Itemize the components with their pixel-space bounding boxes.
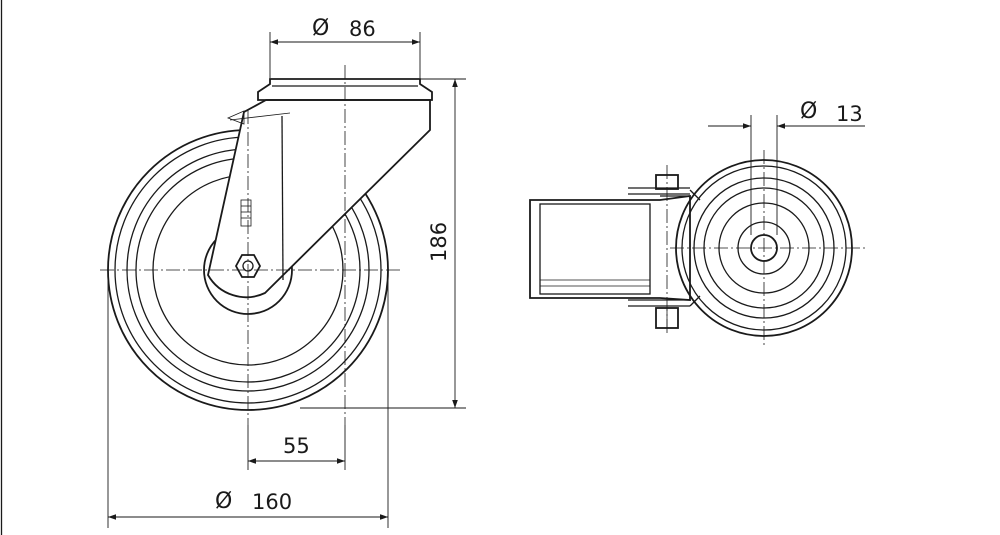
dim-overall-height: 186 xyxy=(300,78,466,409)
side-view xyxy=(100,65,433,425)
fork-brake-tab xyxy=(226,110,245,125)
dim-overall-height-label: 186 xyxy=(427,222,451,262)
front-swivel-body xyxy=(529,194,691,301)
swivel-head-plate xyxy=(257,78,433,101)
dim-offset-label: 55 xyxy=(283,434,310,458)
axle-nut xyxy=(234,254,262,278)
fork-bracket xyxy=(207,99,431,299)
dim-wheel-diameter-symbol: Ø xyxy=(215,489,232,514)
dim-wheel-diameter-label: 160 xyxy=(252,490,292,514)
stem-thread xyxy=(240,199,252,227)
dim-bolt-hole: Ø 13 xyxy=(708,99,865,235)
dim-bolt-hole-symbol: Ø xyxy=(800,99,817,124)
dim-bracket-width-symbol: Ø xyxy=(312,16,329,41)
fork-edge-line xyxy=(281,115,284,281)
dim-bracket-width: Ø 86 xyxy=(269,16,421,78)
fork-brake-line xyxy=(229,112,291,121)
dim-offset: 55 xyxy=(247,425,346,470)
dim-wheel-diameter: Ø 160 xyxy=(107,270,389,528)
front-view xyxy=(529,150,865,345)
dim-bolt-hole-label: 13 xyxy=(836,102,863,126)
dim-bracket-width-label: 86 xyxy=(349,17,376,41)
front-swivel-inner xyxy=(539,203,651,295)
